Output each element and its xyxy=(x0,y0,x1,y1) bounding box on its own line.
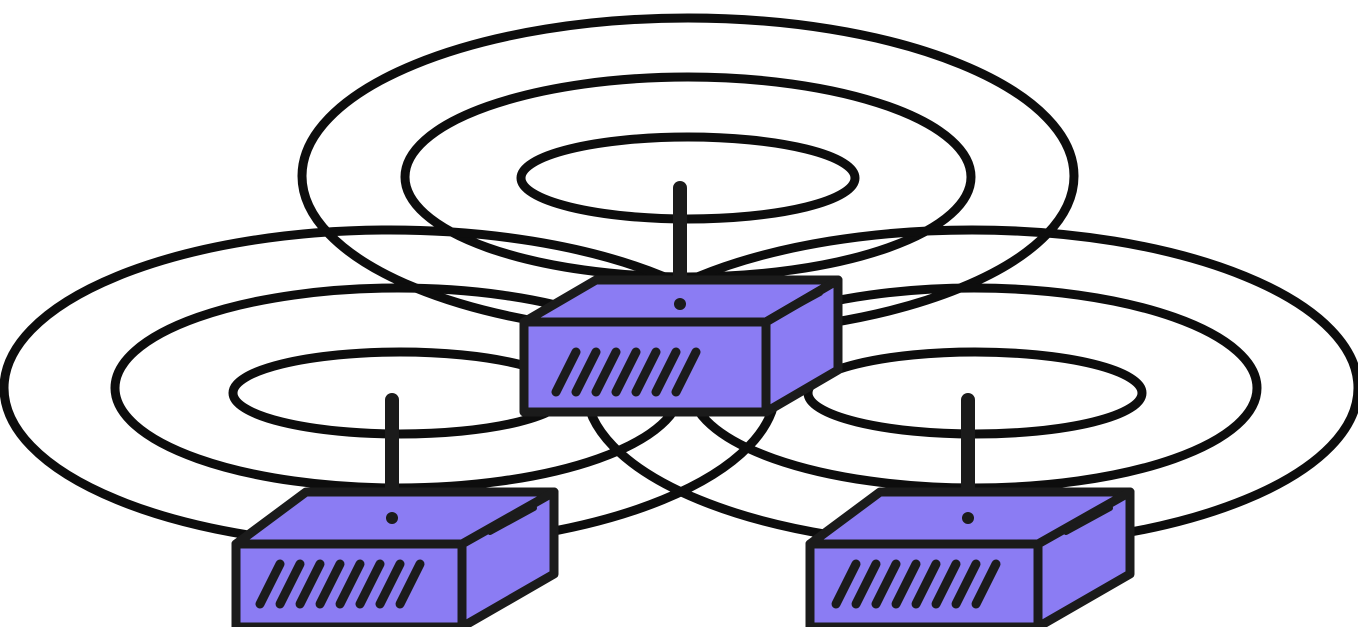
router-side xyxy=(457,487,559,627)
vent-slot xyxy=(871,559,901,609)
vent-slot xyxy=(671,347,701,397)
vent-slot xyxy=(611,347,641,397)
vent-slot xyxy=(375,559,405,609)
antenna-base xyxy=(674,298,686,310)
signal-ring-center-inner xyxy=(516,132,860,224)
antenna-base xyxy=(386,512,398,524)
vent-slots-left xyxy=(255,559,425,609)
vent-slot xyxy=(335,559,365,609)
antenna-base xyxy=(962,512,974,524)
router-edge-highlight xyxy=(487,505,537,535)
vent-slot xyxy=(395,559,425,609)
vent-slot xyxy=(551,347,581,397)
vent-slot xyxy=(315,559,345,609)
vent-slot xyxy=(275,559,305,609)
router-center xyxy=(519,181,843,417)
vent-slot xyxy=(355,559,385,609)
vent-slots-right xyxy=(831,559,1001,609)
vent-slot xyxy=(591,347,621,397)
vent-slot xyxy=(911,559,941,609)
router-side xyxy=(1033,487,1135,627)
router-right xyxy=(805,393,1135,627)
vent-slot xyxy=(295,559,325,609)
vent-slot xyxy=(851,559,881,609)
vent-slot xyxy=(971,559,1001,609)
vent-slot xyxy=(831,559,861,609)
router-edge-highlight xyxy=(771,290,823,321)
router-edge-highlight xyxy=(1063,505,1113,535)
vent-slot xyxy=(631,347,661,397)
vent-slot xyxy=(651,347,681,397)
vent-slot xyxy=(571,347,601,397)
router-left xyxy=(231,393,559,627)
vent-slot xyxy=(931,559,961,609)
signal-ring-center-middle xyxy=(400,72,976,282)
signal-ring-left-inner xyxy=(228,347,572,439)
vent-slot xyxy=(891,559,921,609)
vent-slots-center xyxy=(551,347,701,397)
vent-slot xyxy=(951,559,981,609)
vent-slot xyxy=(255,559,285,609)
